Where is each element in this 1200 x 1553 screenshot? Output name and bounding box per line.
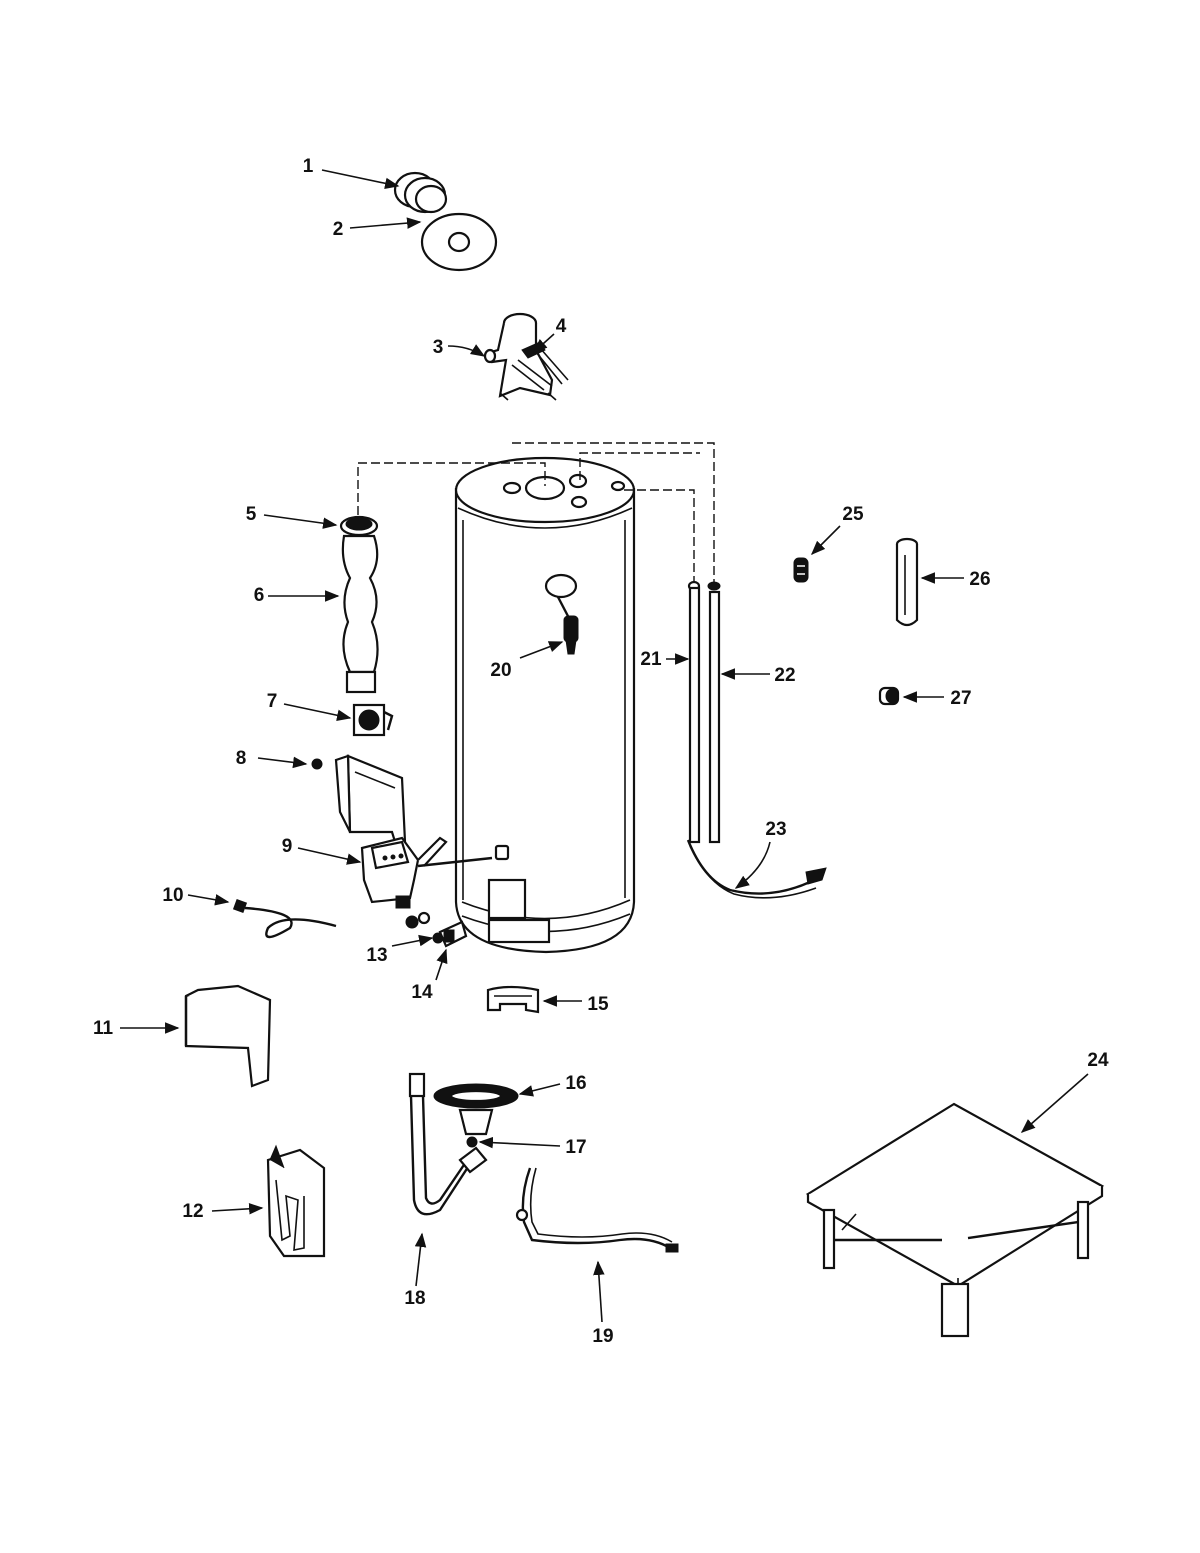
part-12-inner-door[interactable] xyxy=(266,1144,326,1258)
water-heater-tank xyxy=(454,456,636,954)
callout-18: 18 xyxy=(404,1288,425,1309)
part-8-screw[interactable] xyxy=(311,758,323,770)
callout-10: 10 xyxy=(162,885,183,906)
callout-25: 25 xyxy=(842,504,864,525)
part-7-thermostat-well[interactable] xyxy=(352,703,394,737)
callout-21: 21 xyxy=(640,649,662,670)
part-2-flue-baffle-disc[interactable] xyxy=(420,212,498,272)
part-18-manifold-tube[interactable] xyxy=(408,1072,488,1216)
part-6-flue-baffle[interactable] xyxy=(341,534,379,694)
part-14-drain-valve[interactable] xyxy=(438,920,468,948)
callout-20: 20 xyxy=(490,660,511,681)
callout-17: 17 xyxy=(565,1137,586,1158)
part-1-flue-ring[interactable] xyxy=(393,171,448,214)
callout-27: 27 xyxy=(950,688,971,709)
callout-6: 6 xyxy=(254,585,265,606)
callout-5: 5 xyxy=(246,504,257,525)
callout-13: 13 xyxy=(366,945,387,966)
part-22-dip-tube[interactable] xyxy=(707,581,721,844)
part-16-burner[interactable] xyxy=(433,1083,519,1136)
callout-9: 9 xyxy=(282,836,293,857)
part-11-outer-door[interactable] xyxy=(184,984,272,1088)
part-9-gas-control-valve[interactable] xyxy=(360,836,493,909)
part-24-heater-stand[interactable] xyxy=(805,1102,1105,1338)
part-17-orifice[interactable] xyxy=(466,1136,478,1148)
part-15-jacket-bracket[interactable] xyxy=(486,985,540,1014)
part-21-dip-tube[interactable] xyxy=(687,580,701,844)
callout-11: 11 xyxy=(93,1018,114,1039)
callout-26: 26 xyxy=(969,569,990,590)
part-19-pilot-assembly[interactable] xyxy=(515,1167,679,1253)
callout-1: 1 xyxy=(303,156,314,177)
callout-3: 3 xyxy=(433,337,444,358)
callout-23: 23 xyxy=(765,819,786,840)
part-23-wire-harness[interactable] xyxy=(686,839,827,899)
part-13-nipple[interactable] xyxy=(405,911,444,944)
inner-door-bracket xyxy=(334,754,407,847)
part-27-coupling[interactable] xyxy=(878,686,900,706)
callout-15: 15 xyxy=(587,994,609,1015)
callout-12: 12 xyxy=(182,1201,203,1222)
callout-8: 8 xyxy=(236,748,247,769)
part-25-nipple[interactable] xyxy=(793,557,809,583)
callout-7: 7 xyxy=(267,691,278,712)
part-5-baffle-cap[interactable] xyxy=(339,515,379,537)
part-26-heat-trap-nipple[interactable] xyxy=(895,537,919,627)
callout-labels: 1 2 3 4 5 6 7 8 9 10 11 12 13 14 15 16 1… xyxy=(93,156,1109,1347)
callout-14: 14 xyxy=(411,982,433,1003)
part-10-thermocouple[interactable] xyxy=(232,898,337,939)
callout-24: 24 xyxy=(1087,1050,1109,1071)
callout-16: 16 xyxy=(565,1073,586,1094)
connection-leaders xyxy=(357,442,715,584)
part-3-draft-hood[interactable] xyxy=(483,312,557,401)
callout-4: 4 xyxy=(556,316,567,337)
callout-19: 19 xyxy=(592,1326,613,1347)
callout-22: 22 xyxy=(774,665,795,686)
callout-arrows xyxy=(120,169,1089,1323)
part-20-drain-fitting[interactable] xyxy=(563,615,579,655)
callout-2: 2 xyxy=(333,219,344,240)
